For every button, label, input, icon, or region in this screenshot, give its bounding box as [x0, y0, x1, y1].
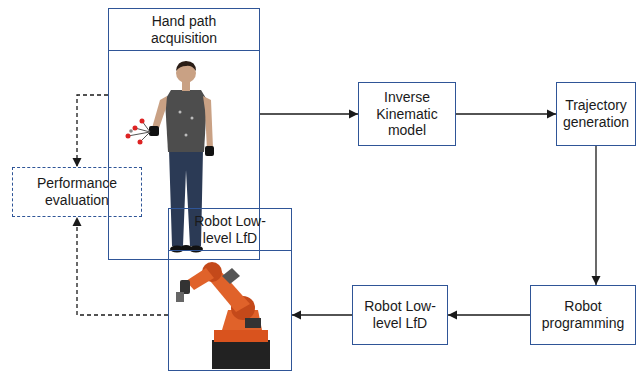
- image-box: Robot Low-level LfD: [168, 208, 292, 371]
- evaluation-box: Performance evaluation: [12, 167, 142, 217]
- illustration-part: [140, 119, 145, 124]
- illustration-part: [245, 318, 261, 328]
- illustration-part: [191, 117, 194, 120]
- illustration-part: [180, 280, 190, 294]
- connector-line: [456, 113, 556, 114]
- process-box: Inverse Kinematic model: [358, 82, 456, 146]
- flow-arrow: [260, 110, 358, 119]
- illustration-part: [126, 134, 131, 139]
- box-label: Inverse Kinematic model: [365, 89, 449, 139]
- illustration-part: [179, 111, 182, 114]
- arrow-head: [73, 158, 82, 167]
- illustration-part: [176, 292, 184, 302]
- illustration-part: [212, 340, 270, 369]
- arrow-head: [292, 311, 301, 320]
- box-label: Trajectory generation: [563, 97, 629, 131]
- arrow-head: [547, 110, 556, 119]
- illustration-part: [176, 61, 196, 71]
- illustration-part: [185, 134, 188, 137]
- process-box: Robot Low-level LfD: [352, 285, 448, 345]
- connector-line: [77, 95, 108, 167]
- box-title: Robot Low-level LfD: [183, 213, 277, 247]
- box-header: Robot Low-level LfD: [169, 209, 291, 251]
- illustration-part: [165, 90, 207, 152]
- illustration-part: [133, 126, 138, 131]
- box-label: Performance evaluation: [19, 175, 135, 209]
- box-label: Robot Low-level LfD: [359, 298, 441, 332]
- process-box: Trajectory generation: [556, 82, 636, 146]
- arrow-head: [448, 311, 457, 320]
- arrow-head: [592, 276, 601, 285]
- illustration-part: [189, 246, 203, 253]
- connector-line: [448, 314, 530, 315]
- flow-arrow: [292, 311, 352, 320]
- illustration-part: [186, 268, 214, 290]
- flow-arrow: [448, 311, 530, 320]
- illustration-part: [152, 96, 167, 131]
- illustration-part: [129, 129, 133, 133]
- box-header: Hand path acquisition: [109, 9, 259, 51]
- illustration-part: [214, 330, 268, 342]
- flow-arrow: [592, 146, 601, 285]
- illustration-part: [170, 246, 184, 253]
- illustration-part: [138, 140, 143, 145]
- illustration-part: [205, 146, 214, 156]
- connector-line: [595, 146, 596, 285]
- box-label: Robot programming: [537, 298, 629, 332]
- connector-line: [77, 217, 168, 315]
- arrow-head: [349, 110, 358, 119]
- illustration-part: [203, 96, 213, 150]
- arrow-head: [73, 217, 82, 226]
- robot-arm: [176, 262, 270, 369]
- dashed-arrow: [73, 217, 169, 315]
- process-box: Robot programming: [530, 285, 636, 345]
- illustration-part: [169, 150, 203, 246]
- flow-arrow: [456, 110, 556, 119]
- illustration-part: [222, 268, 240, 284]
- box-title: Hand path acquisition: [123, 13, 245, 47]
- dashed-arrow: [73, 95, 109, 167]
- illustration-part: [149, 126, 159, 136]
- connector-line: [260, 113, 358, 114]
- illustration-part: [182, 82, 190, 91]
